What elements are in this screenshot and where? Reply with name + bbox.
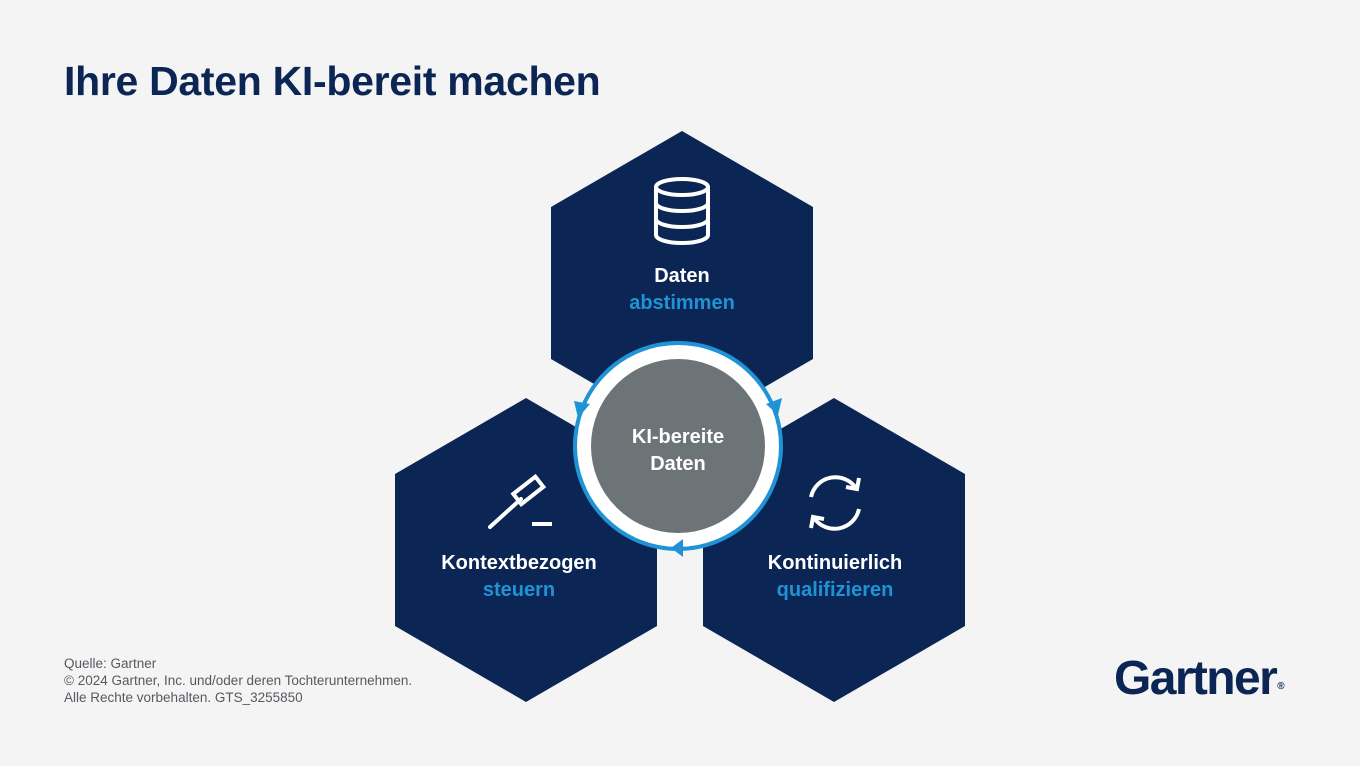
hexagon-left-title: Kontextbezogen — [441, 552, 597, 574]
cycle-arrow-right — [766, 398, 782, 415]
cycle-arrow-bottom — [671, 539, 683, 557]
hexagon-top: Daten abstimmen — [551, 131, 813, 435]
hexagon-top-subtitle: abstimmen — [629, 292, 735, 314]
center-subtitle: Daten — [650, 453, 706, 475]
page-title: Ihre Daten KI-bereit machen — [64, 58, 601, 104]
cycle-arrow-left — [574, 401, 590, 418]
logo-registered-mark: ® — [1277, 681, 1285, 692]
hexagon-left-subtitle: steuern — [483, 579, 555, 601]
center-circle — [591, 359, 765, 533]
refresh-icon — [809, 475, 861, 531]
logo-text: Gartner — [1114, 652, 1278, 705]
center-title: KI-bereite — [632, 426, 724, 448]
source-note: Quelle: Gartner — [64, 656, 157, 671]
gartner-logo: Gartner® — [1114, 651, 1285, 706]
hexagon-right-title: Kontinuierlich — [768, 552, 902, 574]
hexagon-top-title: Daten — [654, 265, 710, 287]
center-cycle: KI-bereite Daten — [573, 341, 783, 557]
rights-note: Alle Rechte vorbehalten. GTS_3255850 — [64, 690, 303, 705]
database-icon — [654, 177, 710, 245]
copyright-note: © 2024 Gartner, Inc. und/oder deren Toch… — [64, 673, 413, 688]
footer-notes: Quelle: Gartner © 2024 Gartner, Inc. und… — [64, 655, 412, 706]
gavel-icon — [488, 473, 552, 529]
hexagon-right-subtitle: qualifizieren — [777, 579, 894, 601]
